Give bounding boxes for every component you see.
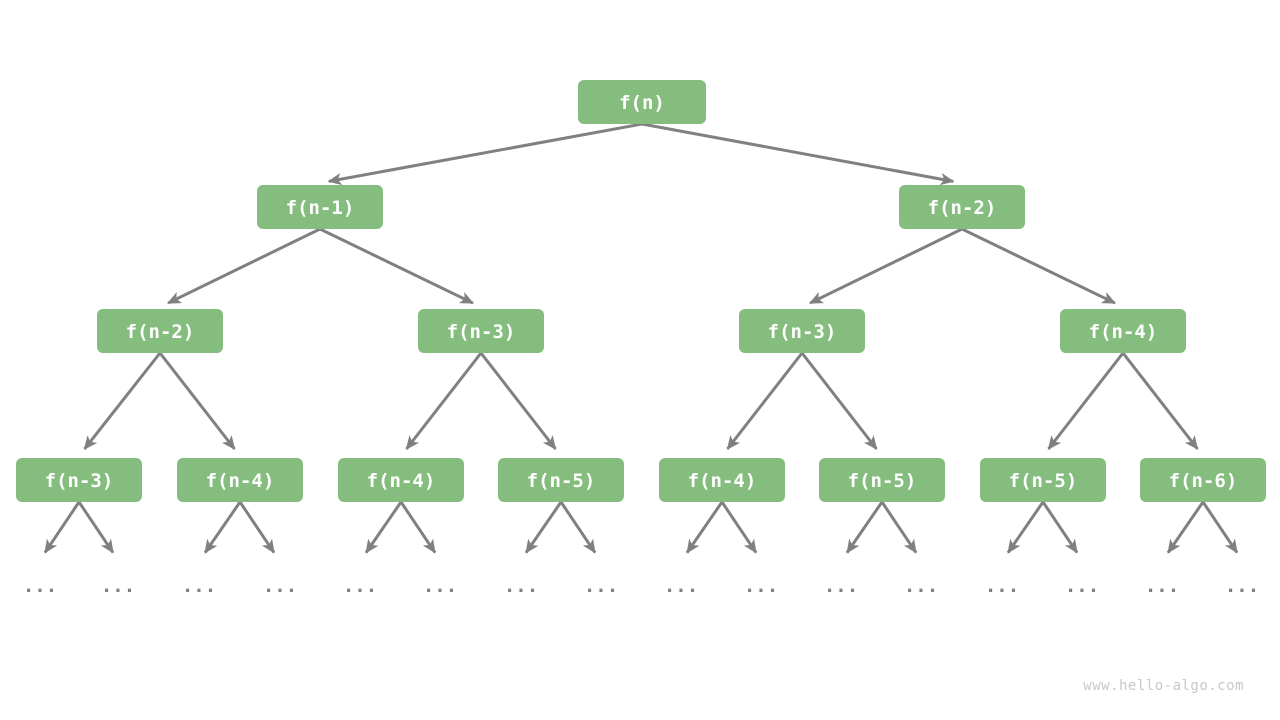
tree-node[interactable]: f(n-4): [177, 458, 303, 502]
tree-node[interactable]: f(n-5): [498, 458, 624, 502]
node-box: [177, 458, 303, 502]
tree-edge: [479, 352, 557, 450]
leaf-edge: [203, 501, 242, 554]
node-box: [16, 458, 142, 502]
node-box: [819, 458, 945, 502]
tree-node[interactable]: f(n-3): [418, 309, 544, 353]
tree-edge: [1121, 352, 1199, 450]
tree-node[interactable]: f(n-4): [659, 458, 785, 502]
ellipsis-label: ...: [423, 575, 457, 597]
tree-edge: [641, 122, 955, 186]
node-box: [739, 309, 865, 353]
node-box: [659, 458, 785, 502]
node-label: f(n-5): [1009, 470, 1078, 492]
node-label: f(n-4): [367, 470, 436, 492]
tree-node[interactable]: f(n-2): [899, 185, 1025, 229]
ellipsis-label: ...: [343, 575, 377, 597]
node-label: f(n-3): [768, 321, 837, 343]
node-box: [980, 458, 1106, 502]
ellipsis-label: ...: [904, 575, 938, 597]
watermark: www.hello-algo.com: [1083, 678, 1244, 694]
tree-node[interactable]: f(n-2): [97, 309, 223, 353]
leaf-edges-layer: [43, 501, 1239, 554]
node-label: f(n-4): [688, 470, 757, 492]
node-label: f(n-1): [286, 197, 355, 219]
ellipsis-label: ...: [664, 575, 698, 597]
leaf-edge: [77, 501, 115, 554]
node-box: [1060, 309, 1186, 353]
ellipsis-label: ...: [744, 575, 778, 597]
tree-edge: [726, 352, 804, 450]
leaf-edge: [399, 501, 437, 554]
ellipsis-label: ...: [584, 575, 618, 597]
leaf-edge: [524, 501, 563, 554]
tree-edge: [809, 227, 963, 305]
leaf-edge: [720, 501, 758, 554]
tree-node[interactable]: f(n-3): [739, 309, 865, 353]
leaf-edge: [1201, 501, 1239, 554]
leaf-edge: [1041, 501, 1079, 554]
ellipsis-label: ...: [263, 575, 297, 597]
tree-edge: [158, 352, 236, 450]
node-box: [578, 80, 706, 124]
node-label: f(n-3): [447, 321, 516, 343]
node-box: [257, 185, 383, 229]
nodes-layer: f(n) f(n-1) f(n-2) f(n-2) f(n-3) f(n-3) f(n-4)…: [16, 80, 1266, 502]
node-label: f(n-5): [848, 470, 917, 492]
leaf-edge: [880, 501, 918, 554]
ellipsis-label: ...: [23, 575, 57, 597]
leaf-edge: [685, 501, 724, 554]
ellipsis-layer: ........................................…: [23, 575, 1259, 597]
tree-edge: [961, 227, 1116, 305]
leaf-edge: [43, 501, 81, 554]
leaf-edge: [238, 501, 276, 554]
node-box: [1140, 458, 1266, 502]
tree-node[interactable]: f(n-6): [1140, 458, 1266, 502]
node-box: [97, 309, 223, 353]
tree-node[interactable]: f(n-4): [1060, 309, 1186, 353]
tree-edge: [405, 352, 483, 450]
edges-layer: [83, 122, 1199, 450]
leaf-edge: [1166, 501, 1205, 554]
ellipsis-label: ...: [985, 575, 1019, 597]
tree-edge: [1047, 352, 1125, 450]
tree-edge: [167, 227, 321, 305]
tree-node[interactable]: f(n-5): [819, 458, 945, 502]
node-label: f(n-6): [1169, 470, 1238, 492]
ellipsis-label: ...: [1225, 575, 1259, 597]
tree-edge: [327, 122, 643, 186]
node-box: [418, 309, 544, 353]
node-label: f(n-4): [1089, 321, 1158, 343]
node-box: [899, 185, 1025, 229]
tree-node[interactable]: f(n-4): [338, 458, 464, 502]
node-label: f(n-4): [206, 470, 275, 492]
ellipsis-label: ...: [504, 575, 538, 597]
tree-node[interactable]: f(n-3): [16, 458, 142, 502]
ellipsis-label: ...: [101, 575, 135, 597]
node-label: f(n-3): [45, 470, 114, 492]
leaf-edge: [1006, 501, 1045, 554]
leaf-edge: [364, 501, 403, 554]
leaf-edge: [559, 501, 597, 554]
node-label: f(n-2): [928, 197, 997, 219]
leaf-edge: [845, 501, 884, 554]
ellipsis-label: ...: [182, 575, 216, 597]
node-label: f(n-5): [527, 470, 596, 492]
node-label: f(n-2): [126, 321, 195, 343]
tree-edge: [319, 227, 474, 305]
tree-edge: [83, 352, 162, 450]
tree-edge: [800, 352, 878, 450]
ellipsis-label: ...: [1145, 575, 1179, 597]
node-box: [498, 458, 624, 502]
tree-node[interactable]: f(n): [578, 80, 706, 124]
ellipsis-label: ...: [1065, 575, 1099, 597]
tree-node[interactable]: f(n-1): [257, 185, 383, 229]
node-box: [338, 458, 464, 502]
tree-node[interactable]: f(n-5): [980, 458, 1106, 502]
node-label: f(n): [619, 92, 665, 114]
ellipsis-label: ...: [824, 575, 858, 597]
